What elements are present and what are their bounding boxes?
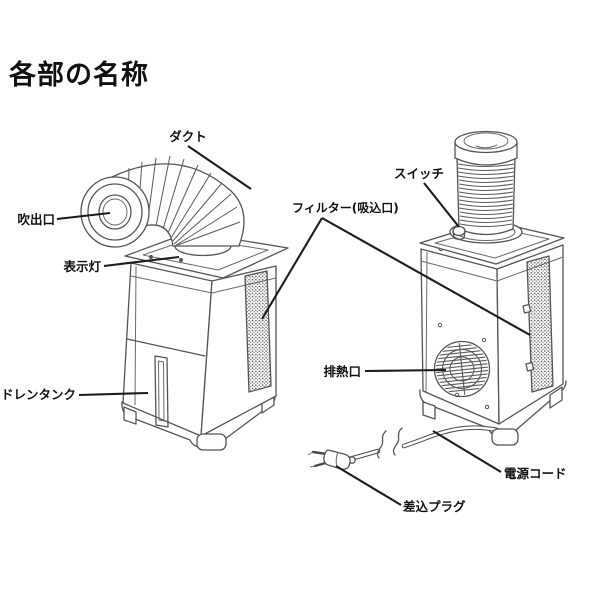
duct-ribs — [457, 163, 515, 227]
label-switch: スイッチ — [394, 166, 444, 181]
leader-air-outlet — [56, 211, 111, 221]
cord-break-marks — [376, 427, 403, 459]
duct-top-collar — [454, 130, 518, 166]
indicator-light-dot — [179, 258, 183, 262]
right-unit-body — [420, 244, 564, 446]
label-indicator-light: 表示灯 — [62, 259, 101, 274]
leader-plug — [335, 465, 402, 506]
drain-tank-seam — [126, 338, 206, 357]
exhaust-grille — [433, 340, 491, 398]
leader-exhaust — [364, 368, 447, 373]
label-duct: ダクト — [169, 129, 207, 144]
leader-filter-left — [261, 217, 323, 320]
page-title: 各部の名称 — [8, 59, 149, 91]
left-filter-panel — [244, 270, 272, 393]
leader-switch — [423, 182, 460, 228]
drain-tank-window — [154, 355, 169, 428]
leader-indicator-light — [103, 255, 180, 268]
label-drain-tank: ドレンタンク — [1, 387, 76, 402]
label-exhaust-outlet: 排熱口 — [323, 364, 361, 379]
power-cord — [338, 425, 500, 464]
label-air-outlet: 吹出口 — [17, 212, 55, 227]
label-power-cord: 電源コード — [504, 466, 567, 481]
leader-filter-right — [321, 217, 531, 336]
left-unit-body — [122, 262, 277, 451]
leader-lines — [56, 145, 531, 506]
switch-knob — [452, 225, 466, 241]
label-filter-intake: フィルター(吸込口) — [292, 200, 399, 215]
filter-latch — [525, 361, 535, 372]
indicator-light-dot — [149, 255, 153, 259]
filter-latch — [522, 303, 532, 314]
elbow-duct — [80, 155, 245, 248]
leader-drain-tank — [78, 391, 149, 397]
right-unit-foot — [422, 401, 436, 420]
right-unit-front-foot — [491, 428, 519, 446]
power-plug — [307, 449, 356, 470]
vertical-duct — [452, 130, 518, 241]
left-unit-front-foot — [196, 433, 227, 451]
air-outlet-rings — [80, 176, 150, 248]
right-filter-panel — [526, 255, 554, 393]
right-unit-front-face — [420, 248, 500, 425]
leader-duct — [187, 145, 252, 190]
label-plug: 差込プラグ — [402, 499, 466, 514]
right-unit-foot — [549, 386, 563, 409]
left-unit-foot — [123, 406, 137, 425]
right-unit — [338, 130, 567, 464]
left-unit — [80, 155, 289, 451]
leader-power-cord — [432, 430, 502, 473]
